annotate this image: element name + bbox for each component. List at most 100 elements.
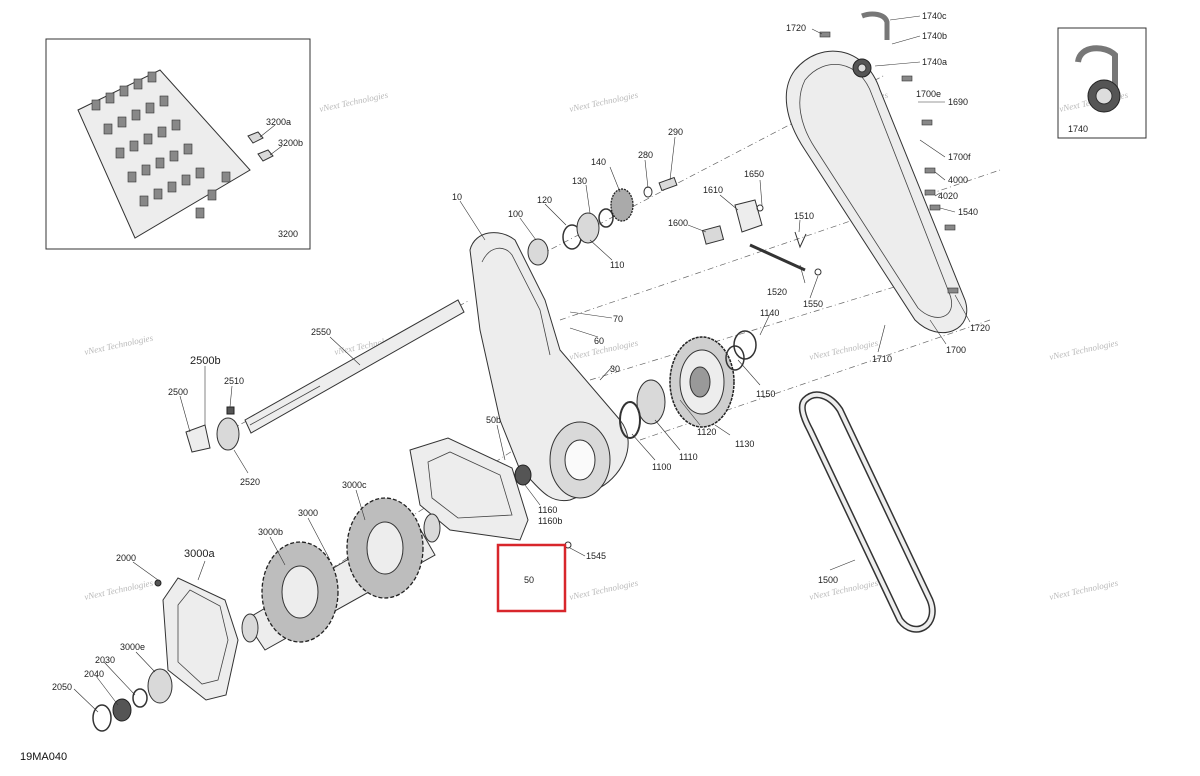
belt-1500	[798, 391, 936, 633]
callout-30: 30	[610, 364, 620, 374]
callout-3200a: 3200a	[266, 117, 291, 127]
bearing-1160	[514, 464, 532, 486]
callout-10: 10	[452, 192, 462, 202]
callout-3000c: 3000c	[342, 480, 367, 490]
watermark: vNext Technologies	[808, 338, 879, 362]
inset-label-3200: 3200	[278, 229, 298, 239]
tensioner-parts	[701, 199, 822, 276]
upper-gear-parts	[527, 176, 678, 266]
inset-label-1740: 1740	[1068, 124, 1088, 134]
callout-1740a: 1740a	[922, 57, 947, 67]
callout-1690: 1690	[948, 97, 968, 107]
callout-2520: 2520	[240, 477, 260, 487]
callout-290: 290	[668, 127, 683, 137]
ring-1150	[725, 345, 745, 371]
callout-110: 110	[610, 260, 624, 270]
callout-2500b: 2500b	[190, 355, 221, 367]
callout-120: 120	[537, 195, 552, 205]
watermark: vNext Technologies	[1048, 338, 1119, 362]
callout-1700: 1700	[946, 345, 966, 355]
callout-1150: 1150	[756, 389, 775, 399]
callout-2050: 2050	[52, 682, 72, 692]
callout-70: 70	[613, 314, 623, 324]
callout-2030: 2030	[95, 655, 115, 665]
callout-1650: 1650	[744, 169, 764, 179]
ring-2030	[132, 688, 148, 708]
plate-3000a	[92, 577, 239, 732]
callout-130: 130	[572, 176, 587, 186]
callout-1720-top: 1720	[786, 23, 806, 33]
callout-1610: 1610	[703, 185, 723, 195]
watermark: vNext Technologies	[568, 90, 639, 114]
callout-1700e: 1700e	[916, 89, 941, 99]
nut-2510	[226, 406, 235, 415]
callout-1110: 1110	[679, 452, 698, 462]
callout-1740c: 1740c	[922, 11, 947, 21]
callout-3000e: 3000e	[120, 642, 145, 652]
callout-1140: 1140	[760, 308, 779, 318]
callout-1710: 1710	[872, 354, 892, 364]
ring-2050	[92, 704, 112, 732]
watermark: vNext Technologies	[1048, 578, 1119, 602]
inset-box-1740: 1740	[1057, 27, 1147, 139]
callout-1700f: 1700f	[948, 152, 971, 162]
ring-1100	[619, 401, 641, 439]
callout-1120: 1120	[697, 427, 716, 437]
callout-1550: 1550	[803, 299, 823, 309]
bearing-1110	[636, 379, 666, 425]
shaft-2550	[185, 299, 465, 453]
callout-60: 60	[594, 336, 604, 346]
callout-280: 280	[638, 150, 653, 160]
callout-2500: 2500	[168, 387, 188, 397]
gasket-50	[409, 437, 572, 549]
callout-3000b: 3000b	[258, 527, 283, 537]
inset-frame	[45, 38, 311, 250]
callout-50b: 50b	[486, 415, 501, 425]
seal-3000e	[147, 668, 173, 704]
callout-1500: 1500	[818, 575, 838, 585]
callout-100: 100	[508, 209, 523, 219]
callout-140: 140	[591, 157, 606, 167]
watermark: vNext Technologies	[568, 578, 639, 602]
highlight-box-part-50	[496, 543, 567, 613]
driveshaft-3000	[241, 497, 441, 651]
callout-2510: 2510	[224, 376, 244, 386]
callout-1100: 1100	[652, 462, 671, 472]
callout-3000: 3000	[298, 508, 318, 518]
housing-10	[469, 232, 629, 502]
callout-50: 50	[524, 575, 534, 585]
callout-2550: 2550	[311, 327, 331, 337]
callout-1160b: 1160b	[538, 516, 562, 526]
diagram-code: 19MA040	[20, 751, 67, 763]
watermark: vNext Technologies	[83, 333, 154, 357]
callout-3000a: 3000a	[184, 548, 215, 560]
chain-drawing	[77, 69, 283, 239]
callout-1130: 1130	[735, 439, 754, 449]
bracket-2500	[185, 424, 211, 453]
bearing-2520	[216, 417, 240, 451]
callout-4000: 4000	[948, 175, 968, 185]
callout-2040: 2040	[84, 669, 104, 679]
bolts-right	[819, 31, 959, 294]
bolt-2000	[154, 579, 162, 587]
callout-1545: 1545	[586, 551, 606, 561]
callout-1520: 1520	[767, 287, 787, 297]
callout-4020: 4020	[938, 191, 958, 201]
callout-1510: 1510	[794, 211, 814, 221]
callout-1540: 1540	[958, 207, 978, 217]
watermark: vNext Technologies	[318, 90, 389, 114]
callout-2000: 2000	[116, 553, 136, 563]
ring-1140	[733, 330, 757, 360]
leader-lines	[73, 15, 971, 713]
callout-1600: 1600	[668, 218, 688, 228]
cover-1700	[785, 50, 968, 334]
callout-labels: 1720 1740c 1740b 1740a 1700e 1690 1700f …	[52, 11, 990, 692]
callout-3200b: 3200b	[278, 138, 303, 148]
inset-frame	[1057, 27, 1147, 139]
gear-1130	[669, 336, 735, 428]
inset-box-3200: 3200a 3200b 3200	[45, 38, 311, 250]
callout-1740b: 1740b	[922, 31, 947, 41]
hose-1740c	[861, 11, 890, 40]
watermark: vNext Technologies	[83, 578, 154, 602]
